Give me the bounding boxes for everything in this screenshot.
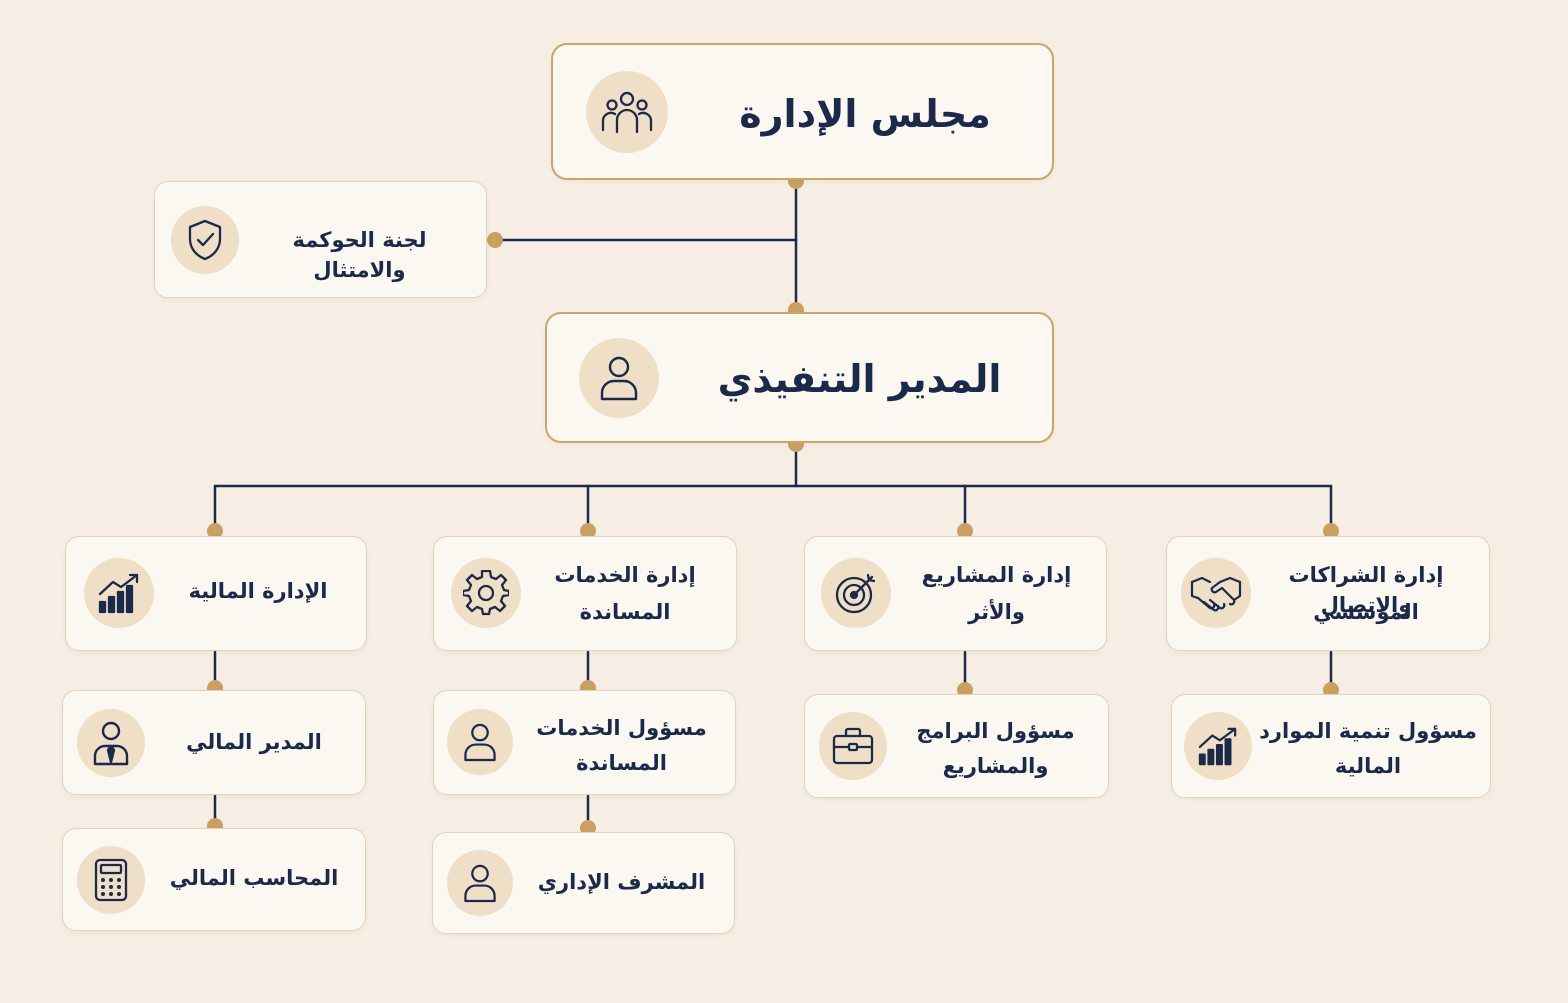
support-officer-icon-circle (447, 709, 513, 775)
dept-projects-node[interactable]: إدارة المشاريع والأثر (804, 536, 1107, 651)
partnerships-icon-circle (1181, 558, 1251, 628)
connector-dot (487, 232, 503, 248)
resource-dev-label-line1: مسؤول تنمية الموارد (1259, 719, 1477, 743)
resource-dev-label-line2: المالية (1334, 754, 1402, 778)
projects-label-line1: إدارة المشاريع (921, 563, 1072, 587)
connector-dot (207, 523, 223, 539)
handshake-icon (1190, 576, 1242, 612)
role-resource-dev-node[interactable]: مسؤول تنمية الموارد المالية (1171, 694, 1491, 798)
finance-label: الإدارة المالية (188, 579, 328, 603)
target-icon (835, 573, 876, 614)
programs-label-line2: والمشاريع (942, 754, 1049, 778)
partnerships-label-line1: إدارة الشراكات والاتصال (1288, 563, 1444, 618)
board-label: مجلس الإدارة (739, 92, 991, 136)
role-programs-node[interactable]: مسؤول البرامج والمشاريع (804, 694, 1109, 798)
programs-label-line1: مسؤول البرامج (916, 719, 1075, 743)
person-icon (464, 864, 496, 903)
accountant-icon-circle (77, 846, 145, 914)
person-tie-icon (93, 721, 129, 766)
support-label-line2: المساندة (579, 600, 671, 624)
briefcase-icon (832, 727, 874, 765)
role-support-officer-node[interactable]: مسؤول الخدمات المساندة (433, 690, 736, 795)
finance-icon-circle (84, 558, 154, 628)
programs-icon-circle (819, 712, 887, 780)
connector-dot (957, 523, 973, 539)
board-icon-circle (586, 71, 668, 153)
growth-chart-icon (1198, 727, 1237, 766)
support-label-line1: إدارة الخدمات (554, 563, 696, 587)
executive-icon-circle (579, 338, 659, 418)
role-cfo-node[interactable]: المدير المالي (62, 690, 366, 795)
resource-dev-icon-circle (1184, 712, 1252, 780)
person-icon (600, 356, 638, 401)
role-admin-supervisor-node[interactable]: المشرف الإداري (432, 832, 735, 934)
support-icon-circle (451, 558, 521, 628)
support-officer-label-line2: المساندة (576, 751, 667, 775)
support-officer-label-line1: مسؤول الخدمات (536, 716, 707, 740)
projects-icon-circle (821, 558, 891, 628)
growth-chart-icon (98, 573, 139, 614)
person-icon (464, 723, 496, 762)
role-accountant-node[interactable]: المحاسب المالي (62, 828, 366, 931)
partnerships-label-line2: المؤسسي (1313, 600, 1419, 624)
governance-node[interactable]: لجنة الحوكمة والامتثال (154, 181, 487, 298)
projects-label-line2: والأثر (968, 600, 1025, 624)
governance-label: لجنة الحوكمة والامتثال (292, 228, 427, 283)
cfo-label: المدير المالي (186, 730, 322, 754)
governance-icon-circle (171, 206, 239, 274)
gear-icon (463, 570, 509, 616)
shield-check-icon (188, 219, 222, 261)
executive-label: المدير التنفيذي (717, 357, 1002, 401)
executive-node[interactable]: المدير التنفيذي (545, 312, 1054, 443)
dept-finance-node[interactable]: الإدارة المالية (65, 536, 367, 651)
connector-dot (1323, 523, 1339, 539)
connector-dot (580, 523, 596, 539)
calculator-icon (94, 858, 128, 902)
board-node[interactable]: مجلس الإدارة (551, 43, 1054, 180)
dept-partnerships-node[interactable]: إدارة الشراكات والاتصال المؤسسي (1166, 536, 1490, 651)
people-group-icon (601, 91, 653, 134)
admin-supervisor-label: المشرف الإداري (537, 870, 706, 894)
accountant-label: المحاسب المالي (169, 866, 339, 890)
cfo-icon-circle (77, 709, 145, 777)
admin-supervisor-icon-circle (447, 850, 513, 916)
dept-support-node[interactable]: إدارة الخدمات المساندة (433, 536, 737, 651)
